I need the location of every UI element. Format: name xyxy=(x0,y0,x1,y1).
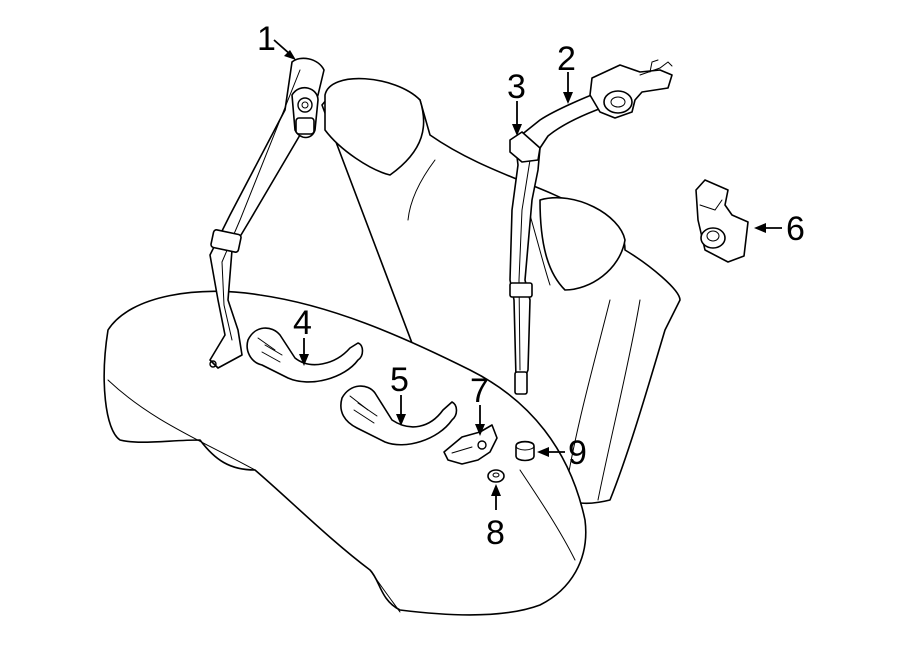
arrowhead-7 xyxy=(475,424,485,436)
seat-cushion xyxy=(103,290,587,616)
belt-guide-center xyxy=(509,131,541,163)
headrest-left xyxy=(324,77,425,176)
callout-9: 9 xyxy=(568,434,587,472)
callout-5: 5 xyxy=(390,361,409,399)
callout-numbers: 1 2 3 4 5 6 7 8 9 xyxy=(257,20,805,552)
center-belt-assembly xyxy=(509,59,673,395)
callout-7: 7 xyxy=(470,372,489,410)
arrowhead-5 xyxy=(396,414,406,426)
bracket-6 xyxy=(695,179,749,263)
arrowhead-8 xyxy=(491,484,501,496)
callout-2: 2 xyxy=(557,40,576,78)
callout-3: 3 xyxy=(507,68,526,106)
arrowhead-1 xyxy=(284,50,296,60)
belt-guide-left xyxy=(210,229,242,253)
rear-seat xyxy=(103,77,681,616)
arrowhead-9 xyxy=(537,447,549,457)
washer-8 xyxy=(487,469,505,483)
belt-webbing-left xyxy=(209,57,325,369)
callout-8: 8 xyxy=(486,514,505,552)
arrowhead-4 xyxy=(299,354,309,366)
headrest-right xyxy=(539,197,626,291)
arrowhead-2 xyxy=(563,92,573,104)
callout-1: 1 xyxy=(257,20,276,58)
callout-4: 4 xyxy=(293,304,312,342)
anchor-plate-7 xyxy=(443,424,498,465)
callout-6: 6 xyxy=(786,210,805,248)
spacer-9 xyxy=(515,440,535,462)
callout-leaders xyxy=(273,39,782,510)
buckle-5 xyxy=(340,385,458,446)
arrowhead-6 xyxy=(754,223,766,233)
belt-clip-center xyxy=(509,282,533,298)
center-retractor xyxy=(589,64,673,119)
arrowhead-3 xyxy=(512,124,522,136)
buckle-4 xyxy=(246,327,364,383)
outer-belt-left xyxy=(209,57,325,369)
